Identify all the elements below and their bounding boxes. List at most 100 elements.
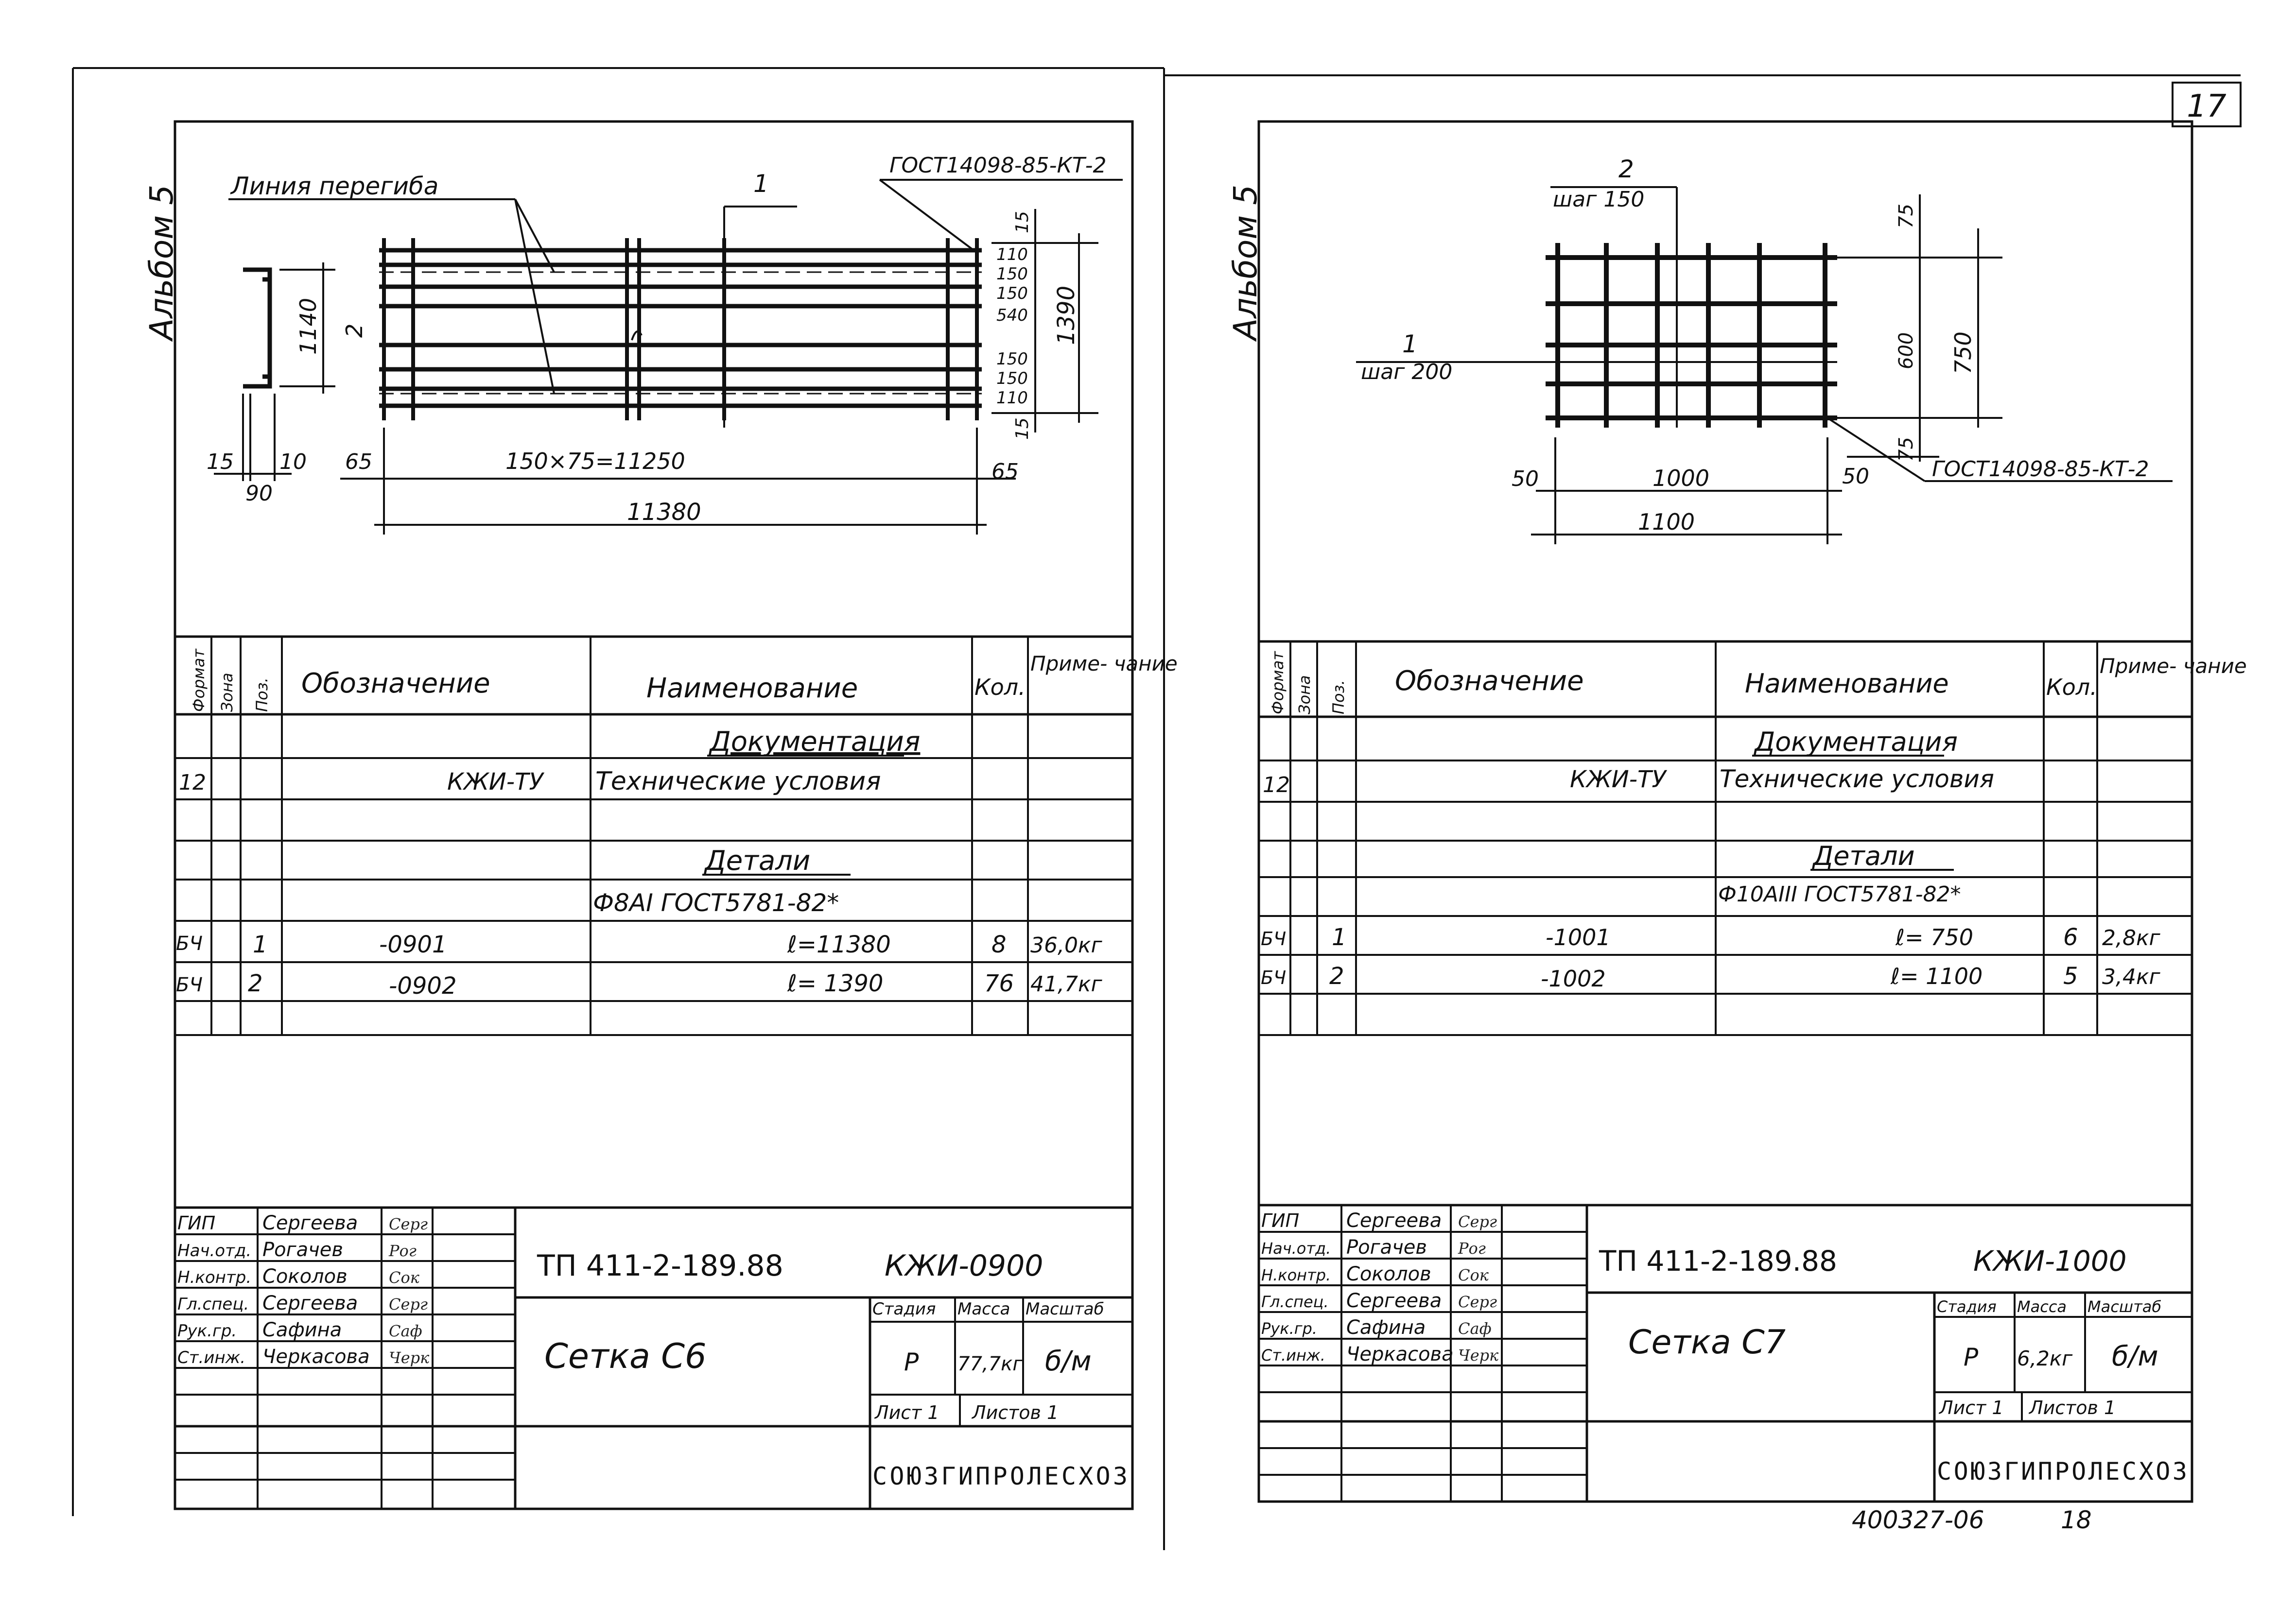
staff-role-2: Н.контр. [1261,1266,1331,1284]
staff-sign-0: Серг [1458,1212,1497,1231]
staff-name-1: Рогачев [1346,1236,1427,1259]
dim-75-bot: 75 [1895,437,1917,462]
staff-name-1: Рогачев [262,1239,343,1261]
row1-designation: -0901 [379,931,447,958]
mass-value: 6,2кг [2017,1347,2073,1370]
row2-format: БЧ [1261,967,1286,988]
row2-name: ℓ= 1390 [787,970,883,997]
dim-15: 15 [207,449,234,474]
page-frame [72,67,2242,1550]
section-parts: Детали [703,845,810,877]
gost-label: ГОСТ14098-85-КТ-2 [1932,457,2149,482]
mass-label: Масса [957,1299,1010,1319]
staff-sign-4: Саф [389,1322,422,1340]
doc-row-format: 12 [1263,773,1290,797]
sheet-label: Лист 1 [1938,1397,2004,1418]
header-note: Приме- чание [1030,652,1178,675]
doc-row-designation: КЖИ-ТУ [1570,766,1667,793]
row2-designation: -0902 [389,972,456,1000]
staff-name-2: Соколов [262,1265,348,1288]
staff-sign-2: Сок [1458,1266,1489,1284]
project-code: ТП 411-2-189.88 [537,1249,783,1283]
material: Ф10АIII ГОСТ5781-82* [1718,882,1961,907]
dim-600: 600 [1895,332,1917,369]
mesh-c7-drawing: 2 шаг 150 1 шаг 200 75 600 750 75 ГОСТ14… [1356,155,2173,544]
right-dim-2: 150 [996,264,1028,284]
header-name: Наименование [1745,668,1949,699]
staff-sign-1: Рог [1458,1239,1486,1258]
sheets-label: Листов 1 [2028,1397,2116,1418]
section-documentation: Документация [708,726,920,758]
title-block [1259,1205,2192,1502]
spec-table [175,635,1132,1209]
dim-1000: 1000 [1652,465,1709,491]
step-1: шаг 200 [1361,360,1452,384]
header-format: Формат [1269,651,1287,714]
longitudinal-bars [379,248,982,408]
footer-sheet: 18 [2061,1506,2092,1534]
header-name: Наименование [646,673,858,704]
stage-value: Р [1964,1343,1979,1371]
header-pos: Поз. [1329,680,1348,714]
callout-1: 1 [1402,330,1418,358]
header-zone: Зона [218,673,236,712]
header-zone: Зона [1295,675,1314,714]
dim-750: 750 [1950,331,1976,374]
header-note: Приме- чание [2100,654,2247,678]
staff-name-3: Сергеева [1346,1290,1442,1312]
staff-role-4: Рук.гр. [177,1321,237,1341]
dim-90: 90 [245,481,273,506]
staff-list: ГИП Сергеева Серг Нач.отд. Рогачев Рог Н… [1261,1210,1499,1365]
doc-row-format: 12 [179,770,206,795]
section-documentation: Документация [1754,726,1958,757]
header-qty: Кол. [2046,674,2097,700]
staff-sign-2: Сок [389,1268,420,1287]
row2-designation: -1002 [1541,966,1606,992]
right-dim-6: 150 [996,369,1028,388]
row1-format: БЧ [176,933,203,955]
staff-name-2: Соколов [1346,1263,1431,1285]
header-designation: Обозначение [301,668,490,699]
staff-name-3: Сергеева [262,1292,358,1314]
stage-label: Стадия [872,1299,936,1319]
right-dim-4: 540 [996,306,1028,325]
row2-qty: 5 [2063,963,2078,990]
row1-name: ℓ=11380 [787,931,891,958]
scale-value: б/м [1045,1346,1092,1377]
row1-name: ℓ= 750 [1895,924,1973,950]
header-format: Формат [190,648,208,712]
right-dim-stack: 15 110 150 150 540 150 150 110 15 1390 [996,211,1080,440]
mass-value: 77,7кг [957,1353,1023,1375]
row2-pos: 2 [248,970,263,997]
spec-body: Документация 12 КЖИ-ТУ Технические услов… [176,726,1103,1000]
row1-note: 36,0кг [1030,933,1103,958]
callout-2: 2 [341,324,367,338]
spec-table [1259,640,2192,1207]
dim-total: 11380 [627,499,701,526]
spec-header: Формат Зона Поз. Обозначение Наименовани… [1269,651,2247,714]
material: Ф8АI ГОСТ5781-82* [593,889,839,917]
doc-row-name: Технические условия [1720,765,1994,793]
dim-step: 150×75=11250 [505,448,685,474]
album-label: Альбом 5 [143,185,180,342]
dim-profile-height: 1140 [295,298,321,355]
product-name: Сетка С7 [1628,1323,1786,1362]
staff-role-1: Нач.отд. [1261,1239,1331,1258]
staff-sign-4: Саф [1458,1319,1492,1338]
staff-name-0: Сергеева [1346,1210,1442,1232]
dim-65-right: 65 [991,459,1019,484]
right-dim-0: 15 [1012,211,1032,233]
doc-code: КЖИ-1000 [1973,1244,2127,1278]
row1-qty: 8 [991,931,1007,958]
dim-50-right: 50 [1842,464,1869,489]
page-number: 17 [2187,88,2226,124]
right-dim-7: 110 [996,388,1028,408]
header-pos: Поз. [253,677,271,712]
row1-note: 2,8кг [2102,926,2161,950]
bend-line-label: Линия перегиба [230,172,438,200]
row1-pos: 1 [1332,924,1347,951]
header-qty: Кол. [974,674,1026,700]
staff-name-4: Сафина [262,1319,342,1341]
staff-role-5: Ст.инж. [177,1348,245,1367]
